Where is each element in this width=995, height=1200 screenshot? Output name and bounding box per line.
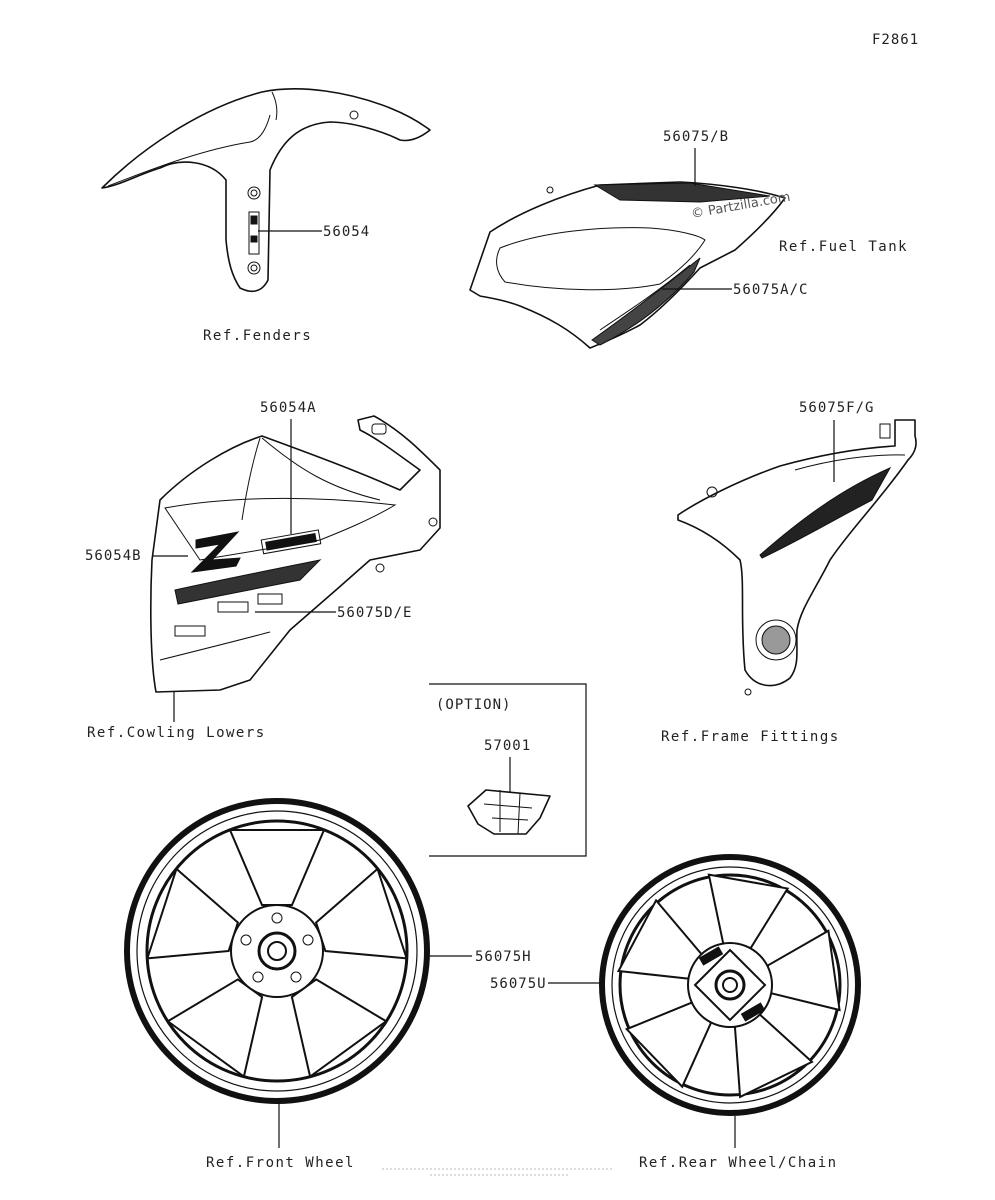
front-fender[interactable] xyxy=(101,88,431,293)
rear-wheel[interactable] xyxy=(599,854,861,1116)
figure-id: F2861 xyxy=(872,32,919,48)
front-wheel[interactable] xyxy=(124,798,430,1104)
side-panel[interactable] xyxy=(677,419,917,696)
option-box: (OPTION) 57001 xyxy=(429,683,587,857)
option-title: (OPTION) xyxy=(436,697,511,713)
ref-rear-wheel-chain: Ref.Rear Wheel/Chain xyxy=(639,1155,838,1171)
kit-57001[interactable] xyxy=(467,789,551,835)
label-56075f-g: 56075F/G xyxy=(799,400,874,416)
footer-fine-print xyxy=(382,1168,612,1176)
left-cowling[interactable] xyxy=(150,415,441,693)
label-56054: 56054 xyxy=(323,224,370,240)
ref-cowling-lowers: Ref.Cowling Lowers xyxy=(87,725,266,741)
label-56075d-e: 56075D/E xyxy=(337,605,412,621)
label-56075a-c: 56075A/C xyxy=(733,282,808,298)
ref-frame-fittings: Ref.Frame Fittings xyxy=(661,729,840,745)
tank-shroud[interactable] xyxy=(469,181,786,349)
ref-fuel-tank: Ref.Fuel Tank xyxy=(779,239,908,255)
ref-front-wheel: Ref.Front Wheel xyxy=(206,1155,355,1171)
label-56054b: 56054B xyxy=(85,548,142,564)
label-56075-b: 56075/B xyxy=(663,129,729,145)
label-56075u: 56075U xyxy=(490,976,547,992)
label-56075h: 56075H xyxy=(475,949,532,965)
label-56054a: 56054A xyxy=(260,400,317,416)
label-57001: 57001 xyxy=(484,738,531,754)
ref-fenders: Ref.Fenders xyxy=(203,328,312,344)
